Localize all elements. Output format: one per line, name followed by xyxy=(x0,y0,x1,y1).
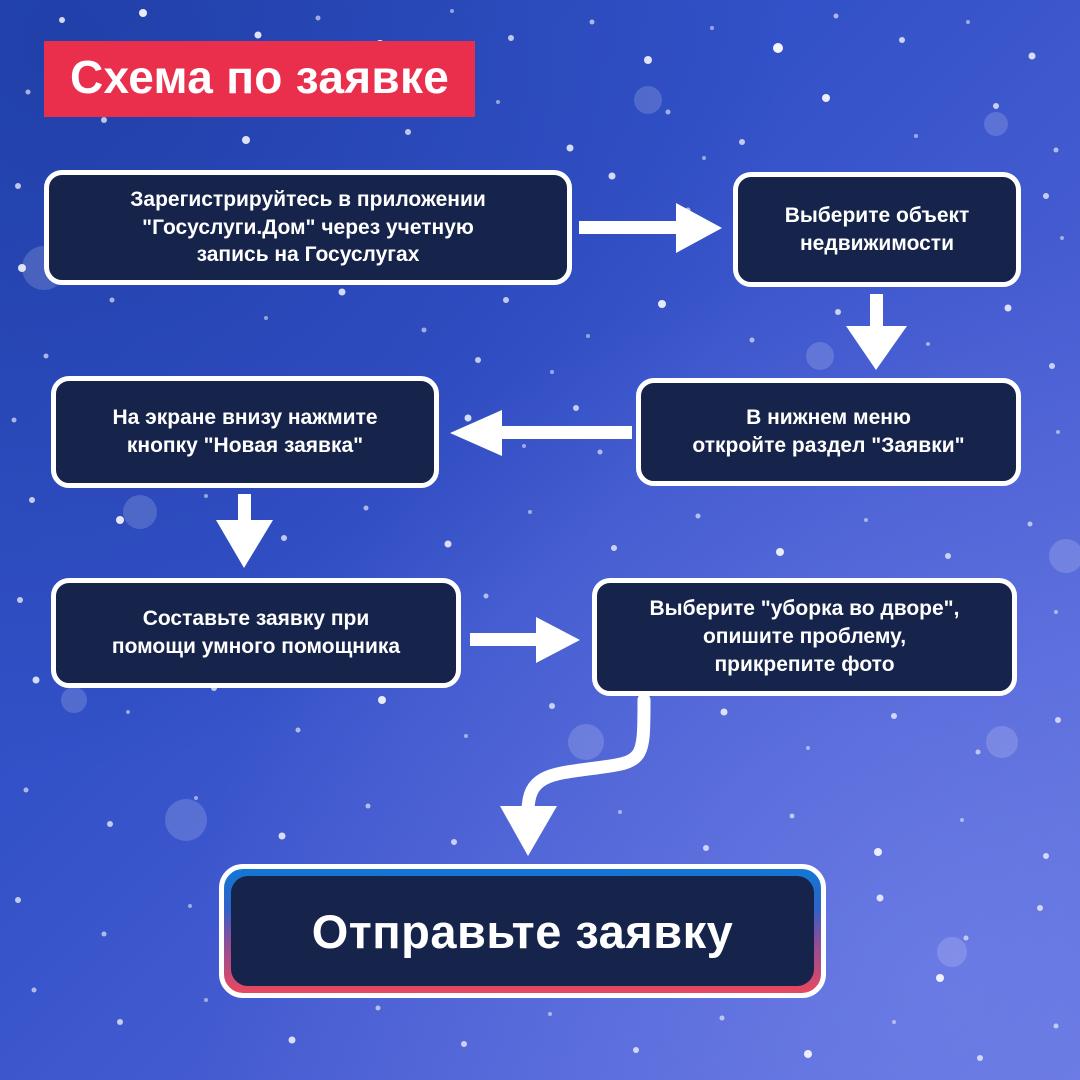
step-node-property[interactable]: Выберите объект недвижимости xyxy=(733,172,1021,287)
step-node-assistant[interactable]: Составьте заявку при помощи умного помощ… xyxy=(51,578,461,688)
submit-request-cta-frame: Отправьте заявку xyxy=(219,864,826,998)
step-node-requests[interactable]: В нижнем меню откройте раздел "Заявки" xyxy=(636,378,1021,486)
arrow-property-to-requests xyxy=(846,294,907,370)
arrow-newreq-to-assistant xyxy=(216,494,273,568)
arrow-requests-to-newreq xyxy=(450,410,632,456)
page-title: Схема по заявке xyxy=(70,51,450,103)
submit-request-button-label: Отправьте заявку xyxy=(311,904,734,958)
step-node-cleanup[interactable]: Выберите "уборка во дворе", опишите проб… xyxy=(592,578,1017,696)
step-node-register-text: Зарегистрируйтесь в приложении "Госуслуг… xyxy=(130,187,486,267)
step-node-assistant-text: Составьте заявку при помощи умного помощ… xyxy=(111,607,401,658)
arrow-assistant-to-cleanup xyxy=(470,617,580,663)
submit-request-button[interactable]: Отправьте заявку xyxy=(231,876,814,986)
step-node-cleanup-text: Выберите "уборка во дворе", опишите проб… xyxy=(649,597,960,676)
page-title-banner: Схема по заявке xyxy=(44,41,476,117)
step-node-new-request[interactable]: На экране внизу нажмите кнопку "Новая за… xyxy=(51,376,439,488)
step-node-requests-text: В нижнем меню откройте раздел "Заявки" xyxy=(692,406,965,457)
arrow-register-to-property xyxy=(579,203,722,253)
step-node-property-text: Выберите объект недвижимости xyxy=(784,203,970,255)
arrow-cleanup-to-cta xyxy=(500,693,651,856)
step-node-new-request-text: На экране внизу нажмите кнопку "Новая за… xyxy=(112,406,378,457)
step-node-register[interactable]: Зарегистрируйтесь в приложении "Госуслуг… xyxy=(44,170,572,285)
